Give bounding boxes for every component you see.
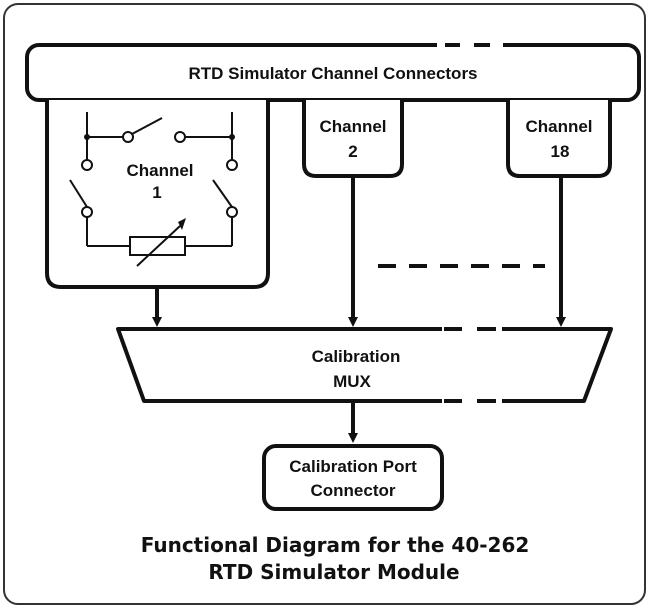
channel-2-label-line2: 2 [348,142,357,161]
calibration-mux: Calibration MUX [116,323,613,407]
mux-label-line1: Calibration [312,347,401,366]
variable-arrowhead [178,218,186,230]
connector-bus: RTD Simulator Channel Connectors [25,40,641,102]
channel-1-label-line1: Channel [126,161,193,180]
port-label-line2: Connector [311,481,396,500]
rtd-circuit [69,112,238,267]
mux-label-line2: MUX [333,372,371,391]
calibration-port-connector: Calibration Port Connector [262,444,444,511]
channel-1-box: Channel 1 [45,100,270,289]
junction-dot [84,134,90,140]
caption-line2: RTD Simulator Module [208,560,459,584]
channel-18-label-line2: 18 [551,142,570,161]
port-label-line1: Calibration Port [289,457,417,476]
channel-1-label-line2: 1 [152,183,161,202]
channel-18-label-line1: Channel [525,117,592,136]
bus-label: RTD Simulator Channel Connectors [188,64,477,83]
channel-2-box: Channel 2 [302,100,404,178]
channel-18-box: Channel 18 [506,100,612,178]
junction-dot [229,134,235,140]
caption-line1: Functional Diagram for the 40-262 [141,533,530,557]
channel-2-label-line1: Channel [319,117,386,136]
